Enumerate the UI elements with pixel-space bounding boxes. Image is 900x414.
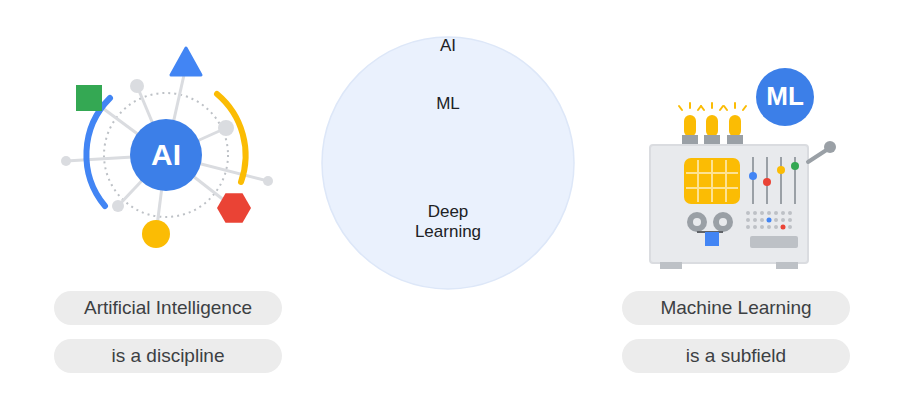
caption-text: is a discipline bbox=[54, 345, 282, 368]
slider-knob bbox=[749, 172, 757, 180]
slider-knob bbox=[763, 178, 771, 186]
circle-outline bbox=[321, 36, 575, 290]
machine-foot bbox=[660, 262, 682, 269]
tape-reel bbox=[713, 212, 733, 232]
caption-pill: Artificial Intelligence bbox=[54, 291, 282, 325]
network-dot bbox=[61, 156, 71, 166]
ai-network-icon bbox=[61, 48, 273, 248]
network-dot bbox=[263, 176, 273, 186]
indicator-dot bbox=[781, 225, 786, 230]
circle-fill bbox=[130, 119, 202, 191]
blue-block bbox=[705, 232, 719, 246]
yellow-arc bbox=[217, 94, 246, 182]
bulb-base bbox=[704, 135, 720, 145]
display-bar bbox=[750, 236, 798, 248]
yellow-circle bbox=[142, 220, 170, 248]
circle-label: AI bbox=[321, 36, 575, 56]
bulb-rays bbox=[679, 103, 746, 110]
circle-label: Deep Learning bbox=[398, 202, 498, 243]
red-hexagon bbox=[217, 193, 251, 222]
circle-label: ML bbox=[757, 81, 813, 112]
caption-text: is a subfield bbox=[622, 345, 850, 368]
dotted-orbit bbox=[104, 93, 228, 217]
circle-fill bbox=[322, 37, 574, 289]
green-square bbox=[76, 85, 102, 111]
caption-pill: Machine Learning bbox=[622, 291, 850, 325]
bulb-base bbox=[682, 135, 698, 145]
machine-foot bbox=[776, 262, 798, 269]
machine-body bbox=[650, 145, 808, 263]
indicator-dot bbox=[767, 218, 772, 223]
circle-label: AI bbox=[136, 137, 196, 173]
bulb bbox=[684, 115, 696, 137]
caption-text: Artificial Intelligence bbox=[54, 297, 282, 320]
ml-icon-circle: ML bbox=[755, 67, 815, 127]
lever-knob bbox=[824, 141, 836, 153]
network-dot bbox=[130, 79, 144, 93]
blue-triangle bbox=[171, 48, 201, 75]
slider-tracks bbox=[753, 157, 795, 204]
ai-icon-circle: AI bbox=[129, 118, 203, 192]
circle-fill bbox=[756, 68, 814, 126]
tape-reel-hub bbox=[693, 218, 701, 226]
dot-grid bbox=[746, 211, 792, 229]
caption-text: Machine Learning bbox=[622, 297, 850, 320]
chip-grid bbox=[686, 160, 738, 202]
slider-knob bbox=[791, 162, 799, 170]
caption-pill: is a discipline bbox=[54, 339, 282, 373]
tape-reel bbox=[687, 212, 707, 232]
network-dot bbox=[218, 120, 234, 136]
bulb bbox=[729, 115, 741, 137]
caption-pill: is a subfield bbox=[622, 339, 850, 373]
network-dot bbox=[112, 200, 124, 212]
circle-label: ML bbox=[350, 94, 546, 114]
bulb-base bbox=[727, 135, 743, 145]
ml-machine-icon bbox=[650, 103, 836, 269]
slider-knob bbox=[777, 166, 785, 174]
chip bbox=[684, 158, 740, 204]
bulb bbox=[706, 115, 718, 137]
ai-circle: Deep Learning ML AI bbox=[321, 36, 575, 290]
tape-reel-hub bbox=[719, 218, 727, 226]
blue-arc bbox=[86, 98, 110, 206]
lever bbox=[808, 149, 828, 162]
network-spokes bbox=[66, 66, 268, 234]
